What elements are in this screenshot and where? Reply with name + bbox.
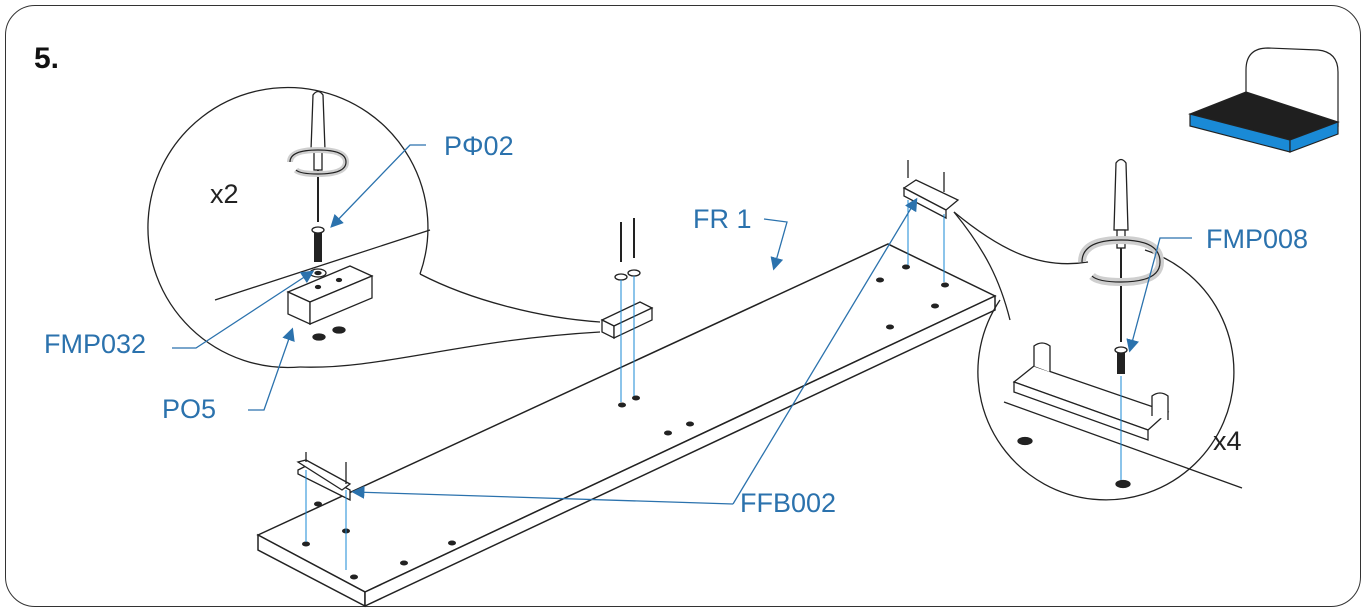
center-screws: [620, 218, 635, 262]
center-block: [600, 269, 654, 340]
center-guide-lines: [620, 276, 635, 402]
label-fmp032: FMP032: [44, 329, 147, 359]
right-detail-bracket: [1012, 342, 1170, 489]
left-screw: [311, 226, 325, 262]
label-p-phi02: PΦ02: [444, 131, 514, 161]
left-guide-lines: [305, 470, 347, 570]
left-bracket: [296, 452, 352, 502]
quantity-right: x4: [1213, 426, 1242, 456]
bed-thumbnail-icon: [1188, 47, 1340, 153]
callout-arrows: [172, 144, 1192, 505]
right-detail-circle: [953, 211, 1243, 501]
left-detail-block: [286, 265, 374, 341]
left-washer: [309, 268, 327, 278]
left-detail-circle: [147, 86, 601, 369]
board-holes: [302, 264, 949, 580]
right-bracket-top: [902, 160, 960, 220]
screwdriver-icon: [1078, 158, 1165, 342]
label-fr1: FR 1: [693, 204, 752, 234]
right-screw: [1114, 346, 1128, 374]
screwdriver-icon: [287, 90, 350, 222]
quantity-left: x2: [210, 179, 239, 209]
label-fmp008: FMP008: [1206, 224, 1309, 254]
step-number: 5.: [34, 42, 60, 75]
instruction-frame: [5, 5, 1361, 607]
board-fr1: [256, 243, 997, 608]
label-ffb002: FFB002: [740, 488, 837, 518]
label-po5: PO5: [162, 394, 217, 424]
